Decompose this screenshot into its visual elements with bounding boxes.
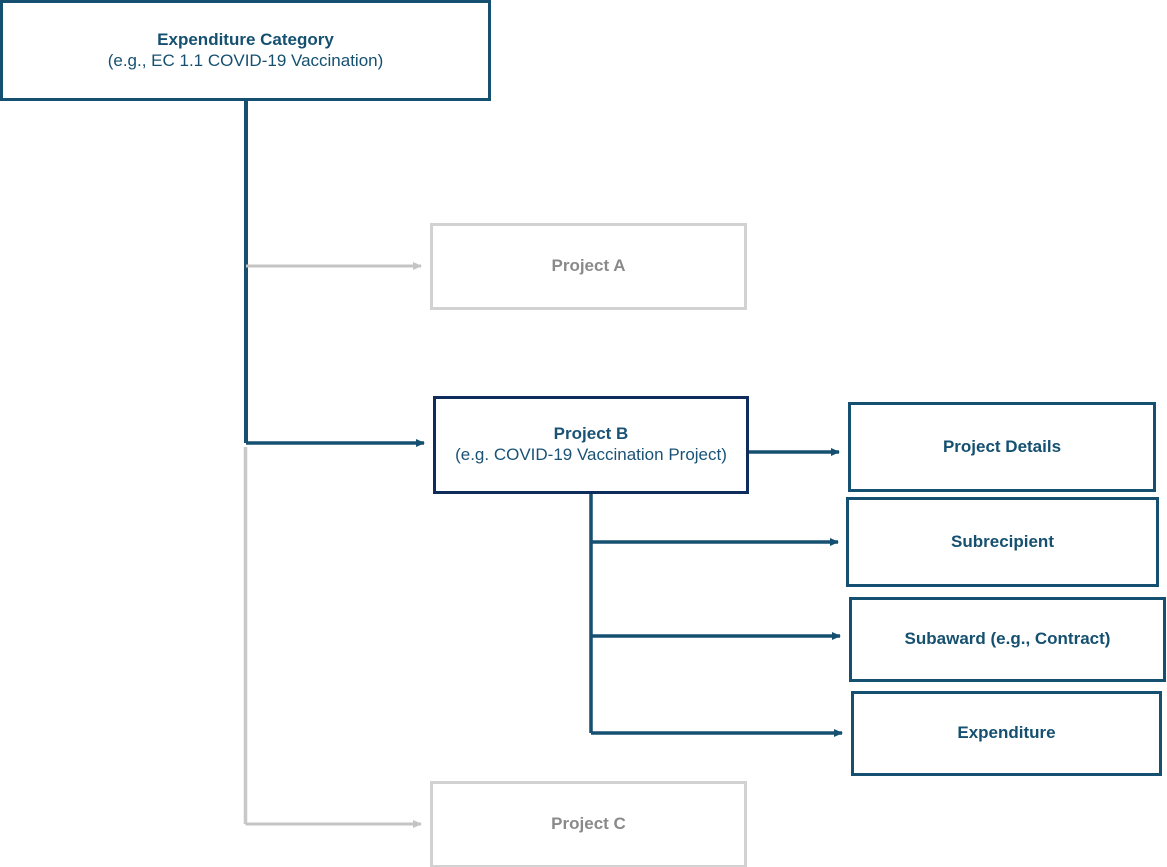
node-project-c-title: Project C: [551, 814, 626, 834]
node-project-a-title: Project A: [551, 256, 626, 276]
node-project-b-title: Project B: [553, 424, 629, 444]
node-project-details[interactable]: Project Details: [848, 402, 1156, 492]
node-subrecipient-text: Subrecipient: [849, 532, 1156, 553]
node-subrecipient-title: Subrecipient: [951, 531, 1054, 551]
node-project-c-text: Project C: [433, 814, 744, 835]
node-project-b[interactable]: Project B (e.g. COVID-19 Vaccination Pro…: [433, 396, 749, 494]
node-expenditure-category-subtitle: (e.g., EC 1.1 COVID-19 Vaccination): [107, 50, 384, 70]
node-project-c[interactable]: Project C: [430, 781, 747, 867]
node-expenditure-category-text: Expenditure Category (e.g., EC 1.1 COVID…: [3, 30, 488, 71]
node-project-b-text: Project B (e.g. COVID-19 Vaccination Pro…: [436, 424, 746, 465]
node-project-details-title: Project Details: [942, 436, 1062, 456]
node-project-b-subtitle: (e.g. COVID-19 Vaccination Project): [455, 445, 727, 464]
node-subaward[interactable]: Subaward (e.g., Contract): [849, 597, 1166, 682]
node-expenditure-category-title: Expenditure Category: [157, 29, 334, 49]
node-project-a[interactable]: Project A: [430, 223, 747, 310]
node-subaward-title: Subaward (e.g., Contract): [904, 629, 1111, 649]
node-expenditure-text: Expenditure: [854, 723, 1159, 744]
node-expenditure[interactable]: Expenditure: [851, 691, 1162, 776]
node-subaward-text: Subaward (e.g., Contract): [852, 629, 1163, 650]
node-expenditure-title: Expenditure: [957, 723, 1056, 743]
node-expenditure-category[interactable]: Expenditure Category (e.g., EC 1.1 COVID…: [0, 0, 491, 101]
node-project-a-text: Project A: [433, 256, 744, 277]
node-project-details-text: Project Details: [851, 437, 1153, 458]
node-subrecipient[interactable]: Subrecipient: [846, 497, 1159, 587]
